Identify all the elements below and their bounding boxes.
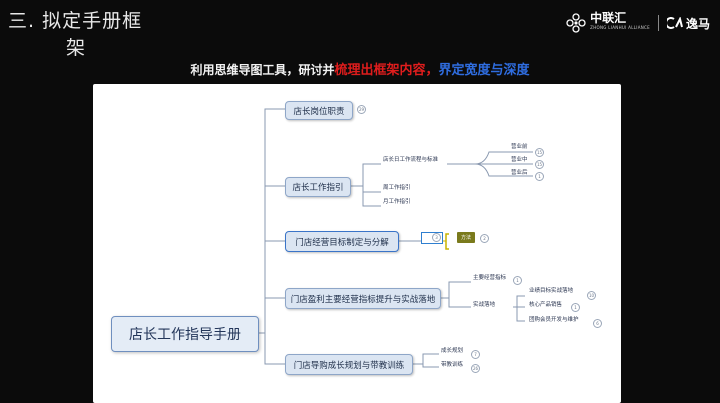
leaf-monthly-guide[interactable]: 月工作指引	[383, 199, 411, 205]
leaf-during-open[interactable]: 营业中	[511, 157, 528, 163]
root-node[interactable]: 店长工作指导手册	[111, 316, 259, 352]
leaf-core-products[interactable]: 核心产品销售	[529, 302, 563, 308]
method-tag[interactable]: 方法	[457, 232, 475, 243]
brand1-name: 中联汇	[590, 11, 627, 25]
leaf-group-members[interactable]: 团购会员开发与维护	[529, 317, 579, 323]
leaf-daily-flow[interactable]: 店长日工作流程与标准	[383, 157, 439, 163]
node-profit-indicators[interactable]: 门店盈利主要经营指标提升与实战落地	[285, 288, 441, 309]
leaf-weekly-guide[interactable]: 周工作指引	[383, 185, 411, 191]
mindmap-canvas: 店长工作指导手册 店长岗位职责 29 店长工作指引 店长日工作流程与标准 周工作…	[93, 84, 621, 403]
yima-logo: 逸马	[666, 15, 710, 32]
slide-title-line2: 架	[66, 37, 87, 59]
badge-n1: 29	[357, 105, 366, 114]
leaf-key-indicators[interactable]: 主要经营指标	[473, 275, 507, 281]
brand-logos: 中联汇 ZHONG LIANHUI ALLIANCE 逸马	[566, 12, 710, 34]
subtitle-blue: 界定宽度与深度	[438, 63, 530, 78]
badge-post: 1	[535, 172, 544, 181]
leaf-practice-landing[interactable]: 实战落地	[473, 302, 496, 308]
leaf-training[interactable]: 带教训练	[441, 362, 464, 368]
zhonglianhui-logo: 中联汇 ZHONG LIANHUI ALLIANCE	[566, 11, 650, 33]
leaf-after-open[interactable]: 营业后	[511, 170, 528, 176]
badge-lb: 1	[571, 303, 580, 312]
badge-n3: 2	[480, 234, 489, 243]
badge-plan: 7	[471, 350, 480, 359]
subtitle-prefix: 利用思维导图工具，研讨并	[190, 63, 335, 77]
badge-la: 10	[587, 291, 596, 300]
leaf-performance-target[interactable]: 业绩目标实战落地	[529, 288, 574, 294]
badge-lc: 6	[593, 319, 602, 328]
node-store-target[interactable]: 门店经营目标制定与分解	[285, 231, 399, 252]
brand1-sub: ZHONG LIANHUI ALLIANCE	[590, 25, 650, 30]
mindmap-connectors	[257, 108, 533, 368]
badge-mid: 15	[535, 160, 544, 169]
slide-subtitle: 利用思维导图工具，研讨并梳理出框架内容，界定宽度与深度	[0, 59, 720, 78]
badge-train: 26	[471, 364, 480, 373]
yima-mark-icon	[666, 17, 683, 29]
badge-ind: 1	[513, 276, 522, 285]
logo-divider	[657, 15, 659, 31]
badge-mini: 3	[432, 233, 441, 242]
badge-pre: 15	[535, 148, 544, 157]
leaf-growth-plan[interactable]: 成长规划	[441, 348, 464, 354]
node-staff-growth[interactable]: 门店导购成长规划与带教训练	[285, 354, 413, 375]
leaf-before-open[interactable]: 营业前	[511, 144, 528, 150]
node-manager-duties[interactable]: 店长岗位职责	[285, 101, 353, 120]
subtitle-red: 梳理出框架内容，	[334, 63, 439, 78]
node-manager-guide[interactable]: 店长工作指引	[285, 177, 351, 197]
brand2-name: 逸马	[685, 16, 710, 31]
flower-logo-icon	[566, 13, 586, 33]
slide-title-line1: 三. 拟定手册框	[8, 10, 143, 32]
